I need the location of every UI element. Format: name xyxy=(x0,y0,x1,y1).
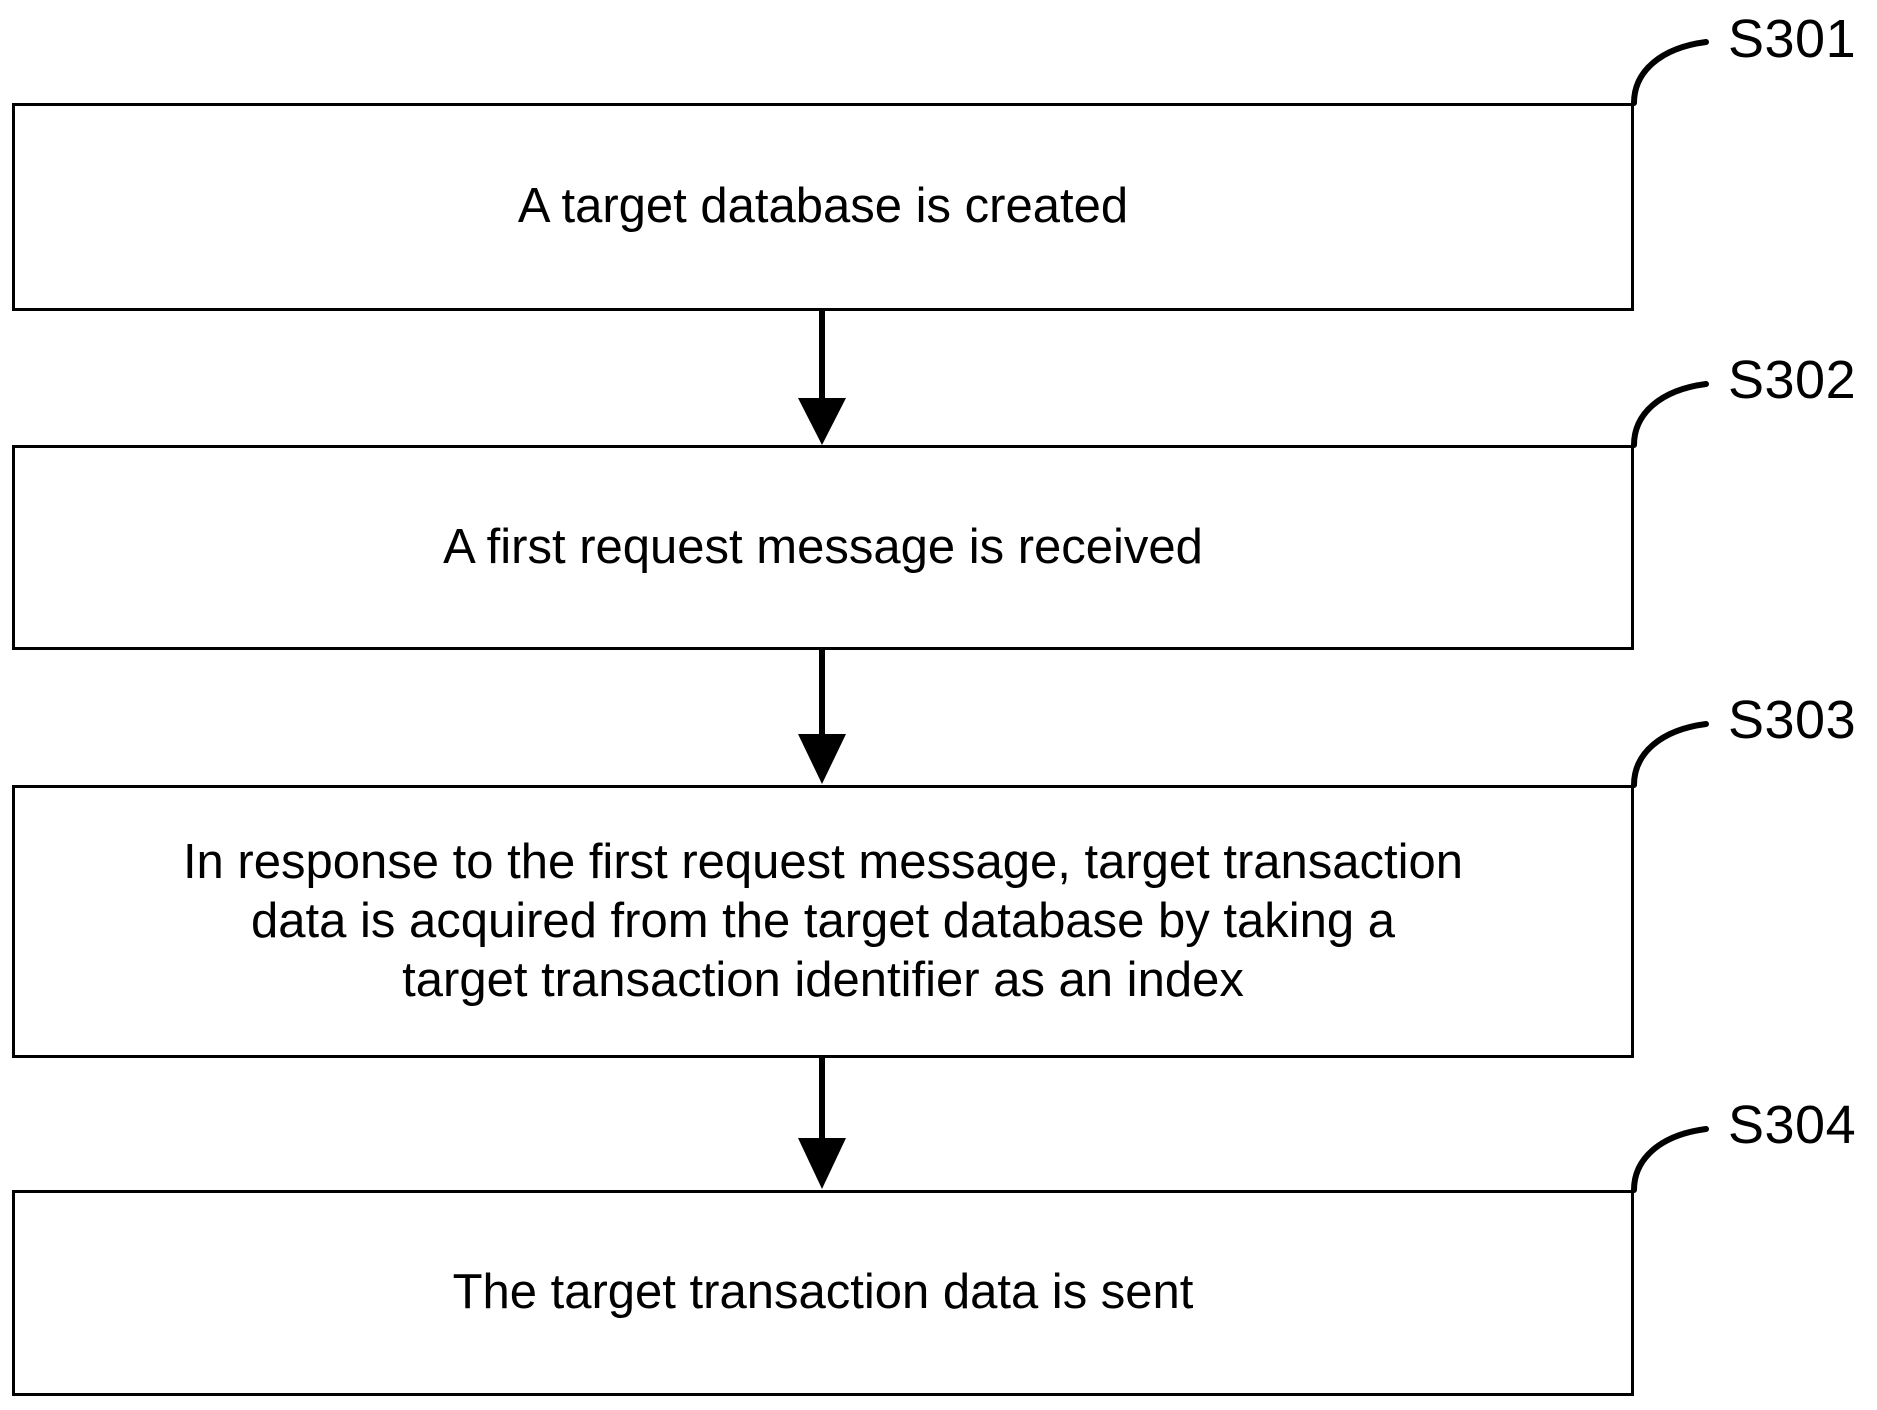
connector-s303-s304 xyxy=(798,1058,846,1189)
step-text-s304: The target transaction data is sent xyxy=(452,1265,1194,1320)
leader-line-s301 xyxy=(1631,39,1709,106)
step-text-s303: In response to the first request message… xyxy=(182,834,1464,1008)
step-box-s301: A target database is created xyxy=(12,103,1634,311)
step-label-s303: S303 xyxy=(1728,690,1857,750)
step-box-s302: A first request message is received xyxy=(12,445,1634,650)
step-label-s302: S302 xyxy=(1728,350,1857,410)
leader-line-s302 xyxy=(1631,381,1709,448)
step-text-s301: A target database is created xyxy=(517,179,1129,234)
step-label-s304: S304 xyxy=(1728,1095,1857,1155)
step-text-s302: A first request message is received xyxy=(443,519,1203,574)
step-label-s301: S301 xyxy=(1728,9,1857,69)
step-box-s304: The target transaction data is sent xyxy=(12,1190,1634,1396)
connector-s302-s303 xyxy=(798,650,846,784)
leader-line-s303 xyxy=(1631,721,1709,788)
step-box-s303: In response to the first request message… xyxy=(12,785,1634,1058)
connector-s301-s302 xyxy=(798,311,846,445)
leader-line-s304 xyxy=(1631,1126,1709,1193)
